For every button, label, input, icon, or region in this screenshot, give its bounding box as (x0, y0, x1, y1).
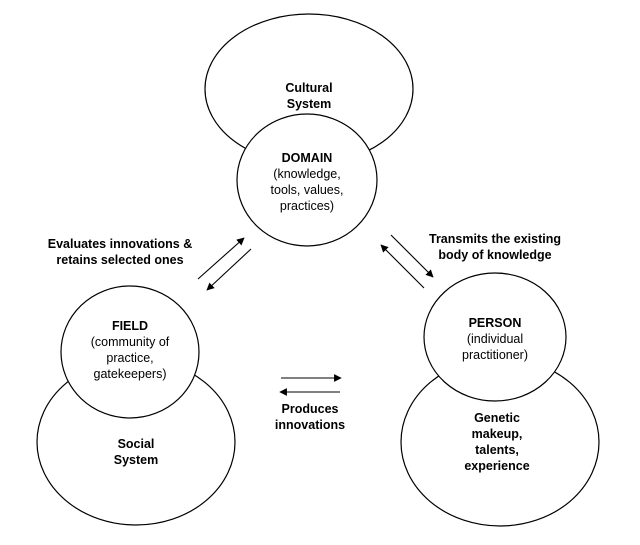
person-circle (423, 272, 567, 402)
person-title: PERSON (468, 316, 522, 330)
person-to-domain-arrow (380, 244, 425, 289)
domain-line3: practices) (279, 199, 335, 213)
left-relation-line2: retains selected ones (56, 253, 184, 267)
right-relation-line1: Transmits the existing (429, 232, 561, 246)
field-line2: practice, (106, 351, 154, 365)
produces-innovations-label: Produces innovations (260, 401, 360, 433)
genetic-line1: Genetic (474, 411, 520, 425)
social-system-label: Social System (86, 436, 186, 468)
domain-to-person-arrow (390, 234, 434, 278)
field-title: FIELD (111, 319, 149, 333)
person-line1: (individual (466, 332, 524, 346)
genetic-line2: makeup, (471, 427, 523, 441)
field-line1: (community of (90, 335, 170, 349)
left-relation-line1: Evaluates innovations & (47, 237, 193, 251)
field-line3: gatekeepers) (93, 367, 167, 381)
field-label: FIELD (community of practice, gatekeeper… (65, 318, 195, 382)
field-circle (60, 285, 200, 419)
person-line2: practitioner) (462, 348, 528, 362)
social-system-line1: Social (117, 437, 155, 451)
cultural-system-line2: System (286, 97, 332, 111)
right-relation-line2: body of knowledge (438, 248, 552, 262)
evaluates-innovations-label: Evaluates innovations & retains selected… (30, 236, 210, 268)
bottom-relation-line2: innovations (274, 418, 346, 432)
domain-line1: (knowledge, (273, 167, 341, 181)
cultural-system-label: Cultural System (259, 80, 359, 112)
domain-circle (236, 113, 378, 247)
domain-line2: tools, values, (270, 183, 344, 197)
domain-label: DOMAIN (knowledge, tools, values, practi… (242, 150, 372, 214)
domain-to-field-arrow (206, 248, 252, 291)
cultural-system-line1: Cultural (285, 81, 333, 95)
field-to-domain-arrow (197, 237, 245, 280)
social-system-line2: System (113, 453, 159, 467)
genetic-makeup-label: Genetic makeup, talents, experience (447, 410, 547, 474)
transmits-knowledge-label: Transmits the existing body of knowledge (405, 231, 585, 263)
domain-title: DOMAIN (281, 151, 333, 165)
genetic-line3: talents, (475, 443, 519, 457)
genetic-line4: experience (464, 459, 530, 473)
bottom-relation-line1: Produces (281, 402, 339, 416)
person-label: PERSON (individual practitioner) (430, 315, 560, 363)
